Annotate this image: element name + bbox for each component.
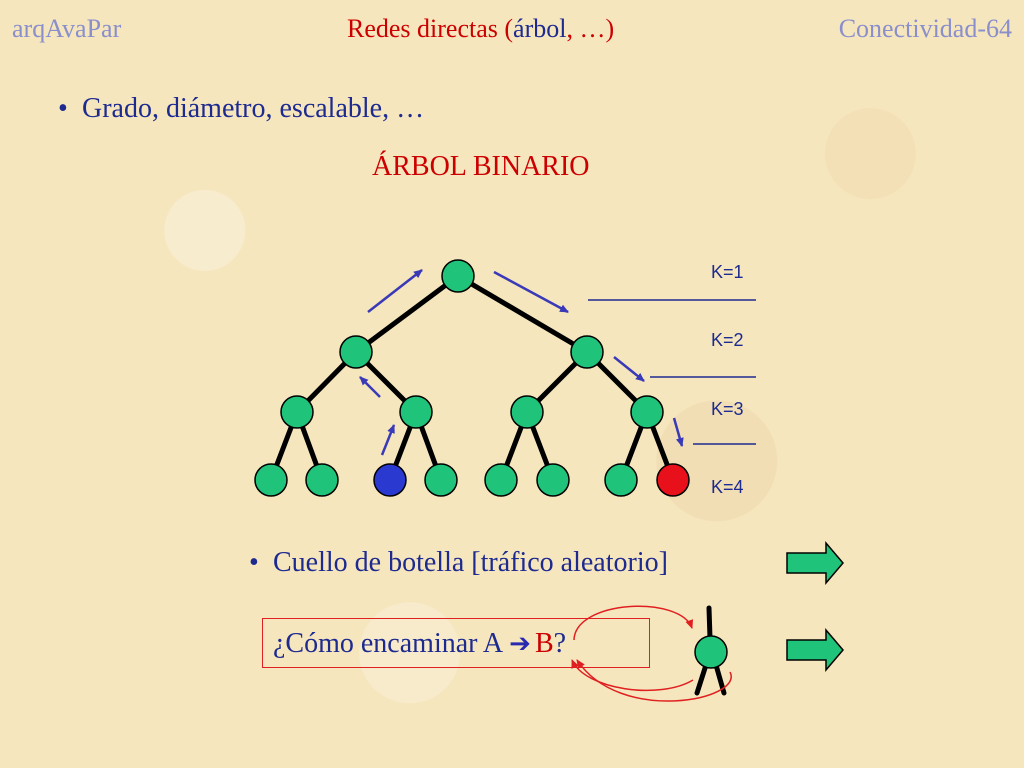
tree-leaf [536,463,570,497]
switch-node-circle [694,635,728,669]
tree-node [510,395,544,429]
level-separators [588,299,756,445]
level-label-k2: K=2 [711,330,744,350]
switch-link [694,662,709,696]
bullet-marker: • [249,547,259,578]
tree-leaf [305,463,339,497]
switch-link [706,605,713,641]
route-arrow-icon [359,376,381,398]
tree-leaf [604,463,638,497]
bullet-properties: • Grado, diámetro, escalable, … [58,93,424,125]
header-title-part: , …) [566,14,615,43]
route-arrow-icon [380,424,396,456]
right-arrow-icon [786,627,844,673]
tree-node [570,335,604,369]
bullet-bottleneck: • Cuello de botella [tráfico aleatorio] [249,547,668,579]
tree-leaf [484,463,518,497]
level-label-k3: K=3 [711,399,744,419]
tree-node [280,395,314,429]
tree-leaf-source [373,463,407,497]
level-label-k1: K=1 [711,262,744,282]
tree-edge [455,273,590,355]
tree-node [399,395,433,429]
header-title-part: Redes directas ( [347,14,514,43]
routing-curve [576,659,732,702]
level-label-k4: K=4 [711,477,744,497]
tree-edges [268,273,676,483]
header-title-word: árbol [513,14,567,43]
route-arrow-icon [493,270,569,314]
header-slide-title: Redes directas (árbol, …) [347,14,614,44]
routing-curve [573,605,693,641]
routing-question-box: ¿Cómo encaminar A➔B? [262,618,650,668]
tree-leaf [424,463,458,497]
bullet-text: Cuello de botella [tráfico aleatorio] [273,547,668,578]
route-arrow-icon [613,356,645,382]
tree-node-root [441,259,475,293]
tree-node [630,395,664,429]
bullet-text: Grado, diámetro, escalable, … [82,93,425,124]
tree-leaf [254,463,288,497]
tree-node [339,335,373,369]
routing-curve [571,659,694,692]
route-arrow-icon [367,269,423,313]
tree-edge [353,273,461,355]
header-slide-number: Conectividad-64 [838,14,1012,43]
route-arrows [359,269,684,456]
bullet-marker: • [58,93,68,124]
routing-arrow-icon: ➔ [509,629,531,658]
tree-leaf-destination [656,463,690,497]
routing-suffix: ? [553,628,567,659]
routing-target: B [534,628,554,659]
route-arrow-icon [672,417,684,447]
header-course-code: arqAvaPar [12,14,122,43]
diagram-title: ÁRBOL BINARIO [372,151,590,182]
routing-prefix: ¿Cómo encaminar A [273,628,504,659]
switch-node [571,605,732,702]
right-arrow-icon [786,540,844,586]
tree-nodes [254,259,690,497]
